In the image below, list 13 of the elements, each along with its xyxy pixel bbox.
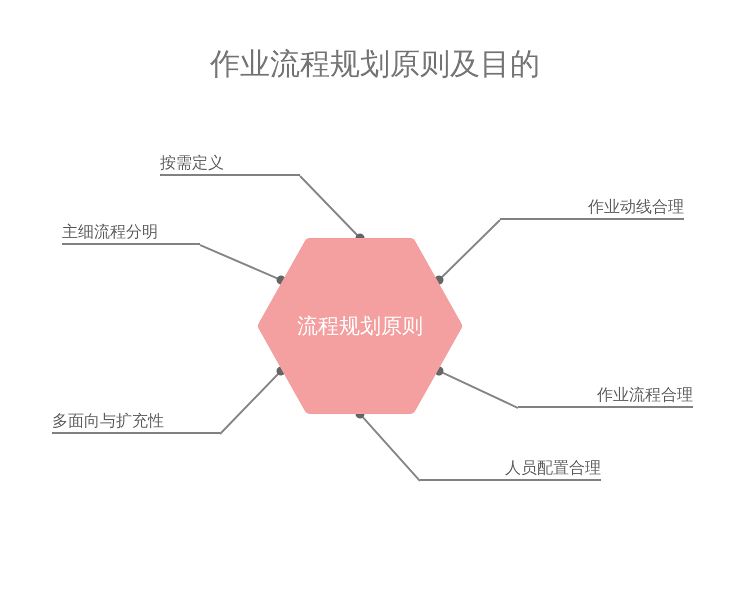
callout-label: 人员配置合理 [420, 457, 601, 481]
node-title: 流程规划原则 [297, 313, 423, 340]
leader-line [434, 366, 518, 409]
callout-label: 多面向与扩充性 [52, 410, 220, 434]
leader-line [200, 244, 286, 284]
leader-line [219, 366, 286, 435]
hexagon-node [258, 238, 462, 414]
diagram-title: 作业流程规划原则及目的 [209, 46, 541, 84]
callout-label: 按需定义 [160, 152, 300, 176]
callout-label: 主细流程分明 [62, 221, 200, 245]
callout-label: 作业动线合理 [500, 196, 684, 220]
leader-line [434, 219, 501, 284]
callout-label: 作业流程合理 [518, 384, 693, 408]
